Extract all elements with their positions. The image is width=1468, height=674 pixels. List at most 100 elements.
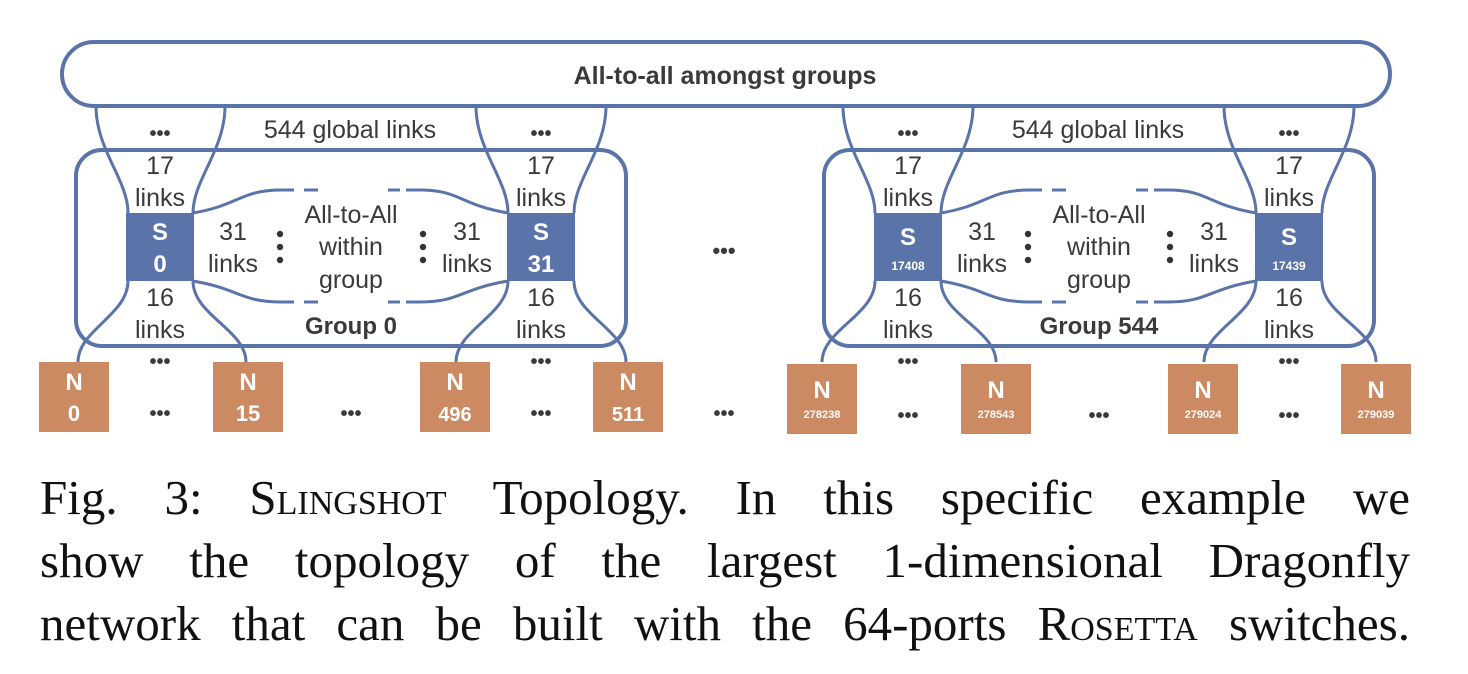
node-id: 15 <box>236 401 260 426</box>
intra-links-count: 31 <box>1200 218 1228 246</box>
global-link-curve <box>191 105 227 214</box>
node <box>787 364 857 434</box>
all-to-all-groups-box <box>60 40 1392 108</box>
node-label: N <box>65 369 82 396</box>
intra-links-count: 31 <box>219 218 247 246</box>
ellipsis: ••• <box>530 403 551 425</box>
switch-right <box>507 213 575 281</box>
node-link-curve <box>572 280 628 363</box>
down-links-unit: links <box>516 316 566 344</box>
switch-label: S <box>152 219 168 246</box>
node-label: N <box>446 369 463 396</box>
ellipsis: ••• <box>713 403 734 425</box>
group-box <box>822 148 1376 348</box>
node-id: 0 <box>68 401 80 426</box>
group-name: Group 544 <box>1040 313 1159 340</box>
up-links-count: 17 <box>1275 152 1303 180</box>
node-label: N <box>239 369 256 396</box>
switch-left <box>874 213 942 281</box>
group-0: 544 global links ••• ••• 17 links 17 lin… <box>39 105 663 432</box>
ellipsis: ••• <box>149 403 170 425</box>
switch-id: 17439 <box>1272 259 1306 273</box>
node-label: N <box>987 377 1004 404</box>
ellipsis: ••• <box>1278 123 1299 145</box>
caption-line-2: show the topology of the largest 1-dimen… <box>40 533 1410 588</box>
intra-link-curve <box>1154 188 1257 215</box>
ellipsis: ••• <box>1278 351 1299 373</box>
intra-link-curve <box>192 188 294 215</box>
global-link-curve <box>474 105 510 214</box>
groups-ellipsis: ••• <box>712 238 735 263</box>
vertical-dots <box>1024 230 1174 264</box>
global-link-curve <box>94 105 130 214</box>
switch-id: 31 <box>528 251 555 278</box>
up-links-count: 17 <box>146 152 174 180</box>
node-link-curve <box>1320 280 1378 363</box>
down-links-count: 16 <box>527 284 555 312</box>
caption-prefix: Fig. 3: <box>40 470 250 525</box>
caption-name-rosetta: Rosetta <box>1037 596 1198 651</box>
node-label: N <box>619 369 636 396</box>
center-text-line: All-to-All <box>1052 201 1145 229</box>
node-link-curve <box>76 280 130 363</box>
node <box>961 364 1031 434</box>
slingshot-topology-diagram: All-to-all amongst groups ••• 544 <box>39 40 1411 434</box>
node <box>39 362 109 432</box>
global-link-curve <box>1320 105 1356 214</box>
caption-line-3: network that can be built with the 64-po… <box>40 592 1410 655</box>
global-link-curve <box>1222 105 1258 214</box>
switch-left <box>126 213 194 281</box>
intra-link-curve <box>940 279 1042 304</box>
ellipsis: ••• <box>149 123 170 145</box>
node-id: 279024 <box>1185 409 1223 421</box>
up-links-unit: links <box>135 184 185 212</box>
all-to-all-groups-label: All-to-all amongst groups <box>574 62 877 90</box>
switch-label: S <box>533 219 549 246</box>
global-link-curve <box>939 105 975 214</box>
global-links-label: 544 global links <box>1012 116 1184 144</box>
ellipsis: ••• <box>530 123 551 145</box>
node-label: N <box>1367 377 1384 404</box>
group-box <box>74 148 628 348</box>
down-links-unit: links <box>135 316 185 344</box>
up-links-unit: links <box>516 184 566 212</box>
switch-label: S <box>1281 224 1297 251</box>
intra-links-unit: links <box>1189 250 1239 278</box>
node <box>593 362 663 432</box>
ellipsis: ••• <box>149 351 170 373</box>
intra-links-count: 31 <box>968 218 996 246</box>
intra-links-unit: links <box>957 250 1007 278</box>
switch-id: 17408 <box>891 259 925 273</box>
switch-label: S <box>900 224 916 251</box>
caption-line3-pre: network that can be built with the 64-po… <box>40 596 1038 651</box>
intra-links-unit: links <box>442 250 492 278</box>
node-id: 278238 <box>804 409 841 421</box>
group-name: Group 0 <box>305 313 397 340</box>
node-link-curve <box>939 280 998 363</box>
node <box>1168 364 1238 434</box>
center-text-line: All-to-All <box>304 201 397 229</box>
node-id: 278543 <box>978 409 1015 421</box>
vertical-dots <box>276 230 427 264</box>
node-id: 496 <box>438 404 471 426</box>
intra-link-curve <box>940 188 1042 215</box>
figure-caption: Fig. 3: Slingshot Topology. In this spec… <box>40 466 1410 655</box>
ellipsis: ••• <box>897 123 918 145</box>
down-links-unit: links <box>883 316 933 344</box>
global-links-label: 544 global links <box>264 116 436 144</box>
node <box>213 362 283 432</box>
intra-link-curve <box>1154 279 1257 304</box>
down-links-count: 16 <box>1275 284 1303 312</box>
node-id: 511 <box>612 404 644 426</box>
node-link-curve <box>820 280 877 363</box>
up-links-unit: links <box>1264 184 1314 212</box>
ellipsis: ••• <box>897 351 918 373</box>
ellipsis: ••• <box>1088 405 1109 427</box>
switch-id: 0 <box>153 251 166 278</box>
node <box>1341 364 1411 434</box>
node <box>420 362 490 432</box>
switch-right <box>1255 213 1323 281</box>
global-link-curve <box>841 105 877 214</box>
caption-line-1: Fig. 3: Slingshot Topology. In this spec… <box>40 466 1410 529</box>
down-links-count: 16 <box>894 284 922 312</box>
